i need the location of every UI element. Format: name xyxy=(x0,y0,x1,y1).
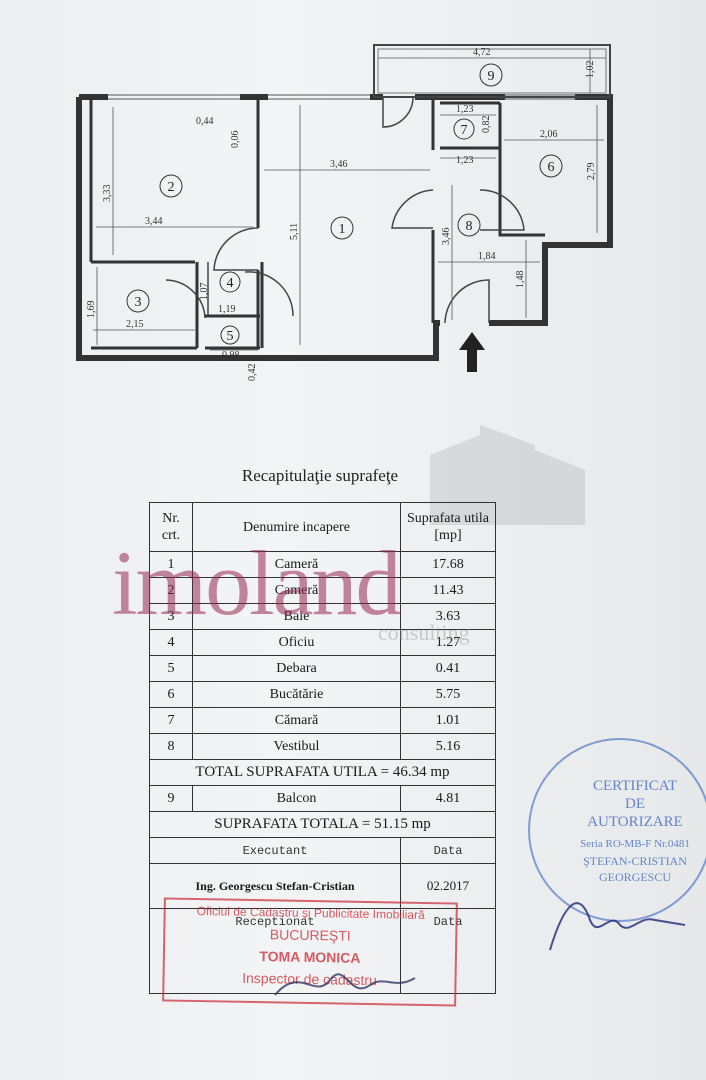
dim-label: 3,33 xyxy=(102,185,113,203)
dim-label: 4,72 xyxy=(473,47,491,58)
row-area: 1.27 xyxy=(400,629,496,656)
row-name: Vestibul xyxy=(192,733,401,760)
watermark-brand: imoland xyxy=(112,532,402,634)
dim-label: 0,44 xyxy=(196,116,214,127)
stamp-line: GEORGESCU xyxy=(598,870,671,884)
row-area: 11.43 xyxy=(400,577,496,604)
stamp-line: AUTORIZARE xyxy=(587,814,683,830)
dim-label: 3,44 xyxy=(145,216,163,227)
receptionat-label: Receptionat xyxy=(149,908,401,994)
executant-header-row: Executant Data xyxy=(149,837,496,864)
table-header-row: Nr. crt. Denumire incapere Suprafata uti… xyxy=(149,502,496,552)
stamp-line: CERTIFICAT xyxy=(592,778,678,794)
dim-label: 3,46 xyxy=(441,228,452,246)
row-area: 5.75 xyxy=(400,681,496,708)
row-area: 0.41 xyxy=(400,655,496,682)
total-row: SUPRAFATA TOTALA = 51.15 mp xyxy=(149,811,496,838)
executant-row: Ing. Georgescu Stefan-Cristian 02.2017 xyxy=(149,863,496,909)
signature-icon-2 xyxy=(549,902,686,951)
room-4-label: 4 xyxy=(227,276,234,291)
row-nr: 1 xyxy=(149,551,193,578)
row-name: Debara xyxy=(192,655,401,682)
dim-label: 1,84 xyxy=(478,251,496,262)
dim-label: 1,19 xyxy=(218,304,236,315)
table-title: Recapitulaţie suprafeţe xyxy=(241,466,399,485)
row-nr: 7 xyxy=(149,707,193,734)
room-9-label: 9 xyxy=(488,69,495,84)
data-label: Data xyxy=(400,837,496,864)
dim-label: 1,48 xyxy=(515,271,526,289)
row-nr: 5 xyxy=(149,655,193,682)
row-name: Cămară xyxy=(192,707,401,734)
row-area: 5.16 xyxy=(400,733,496,760)
entrance-arrow-icon xyxy=(459,332,485,372)
dim-label: 0,42 xyxy=(247,364,258,382)
row-nr: 9 xyxy=(149,785,193,812)
header-area: Suprafata utila [mp] xyxy=(400,502,496,552)
row-name: Cameră xyxy=(192,551,401,578)
dim-label: 1,23 xyxy=(456,155,474,166)
room-1-label: 1 xyxy=(339,222,346,237)
room-6-label: 6 xyxy=(548,160,555,175)
row-name: Baie xyxy=(192,603,401,630)
room-7-label: 7 xyxy=(461,123,468,138)
executant-label: Executant xyxy=(149,837,401,864)
row-name: Bucătărie xyxy=(192,681,401,708)
signature-icon xyxy=(274,973,416,996)
row-name: Balcon xyxy=(192,785,401,812)
row-area: 4.81 xyxy=(400,785,496,812)
dim-label: 1,02 xyxy=(585,61,596,79)
receptionat-row: Receptionat Data xyxy=(149,908,496,994)
data-label-2: Data xyxy=(400,908,496,994)
row-nr: 6 xyxy=(149,681,193,708)
row-nr: 8 xyxy=(149,733,193,760)
dim-label: 0,98 xyxy=(222,350,240,361)
dim-label: 3,46 xyxy=(330,159,348,170)
dim-label: 1,07 xyxy=(199,283,210,301)
total-area: SUPRAFATA TOTALA = 51.15 mp xyxy=(149,811,496,838)
floor-plan: 1 2 3 4 5 6 7 8 9 4,72 1,02 0,44 0,06 3,… xyxy=(76,44,613,382)
dim-label: 0,82 xyxy=(481,116,492,134)
dim-label: 2,79 xyxy=(586,163,597,181)
row-area: 17.68 xyxy=(400,551,496,578)
room-3-label: 3 xyxy=(135,295,142,310)
dim-label: 2,15 xyxy=(126,319,144,330)
area-summary-table: Nr. crt. Denumire incapere Suprafata uti… xyxy=(149,502,496,994)
room-5-label: 5 xyxy=(227,329,234,344)
total-util-row: TOTAL SUPRAFATA UTILA = 46.34 mp xyxy=(149,759,496,786)
stamp-line: DE xyxy=(625,796,645,812)
dim-label: 1,69 xyxy=(86,301,97,319)
dim-label: 5,11 xyxy=(289,223,300,240)
dim-label: 1,23 xyxy=(456,104,474,115)
dim-label: 2,06 xyxy=(540,129,558,140)
total-util: TOTAL SUPRAFATA UTILA = 46.34 mp xyxy=(149,759,496,786)
room-8-label: 8 xyxy=(466,219,473,234)
stamp-line: ŞTEFAN-CRISTIAN xyxy=(583,854,687,868)
room-2-label: 2 xyxy=(168,180,175,195)
watermark-sub: consulting xyxy=(378,620,470,645)
dim-label: 0,06 xyxy=(230,131,241,149)
row-nr: 4 xyxy=(149,629,193,656)
stamp-line: Seria RO-MB-F Nr.0481 xyxy=(580,838,690,850)
header-name: Denumire incapere xyxy=(192,502,401,552)
row-area: 1.01 xyxy=(400,707,496,734)
header-nr: Nr. crt. xyxy=(149,502,193,552)
